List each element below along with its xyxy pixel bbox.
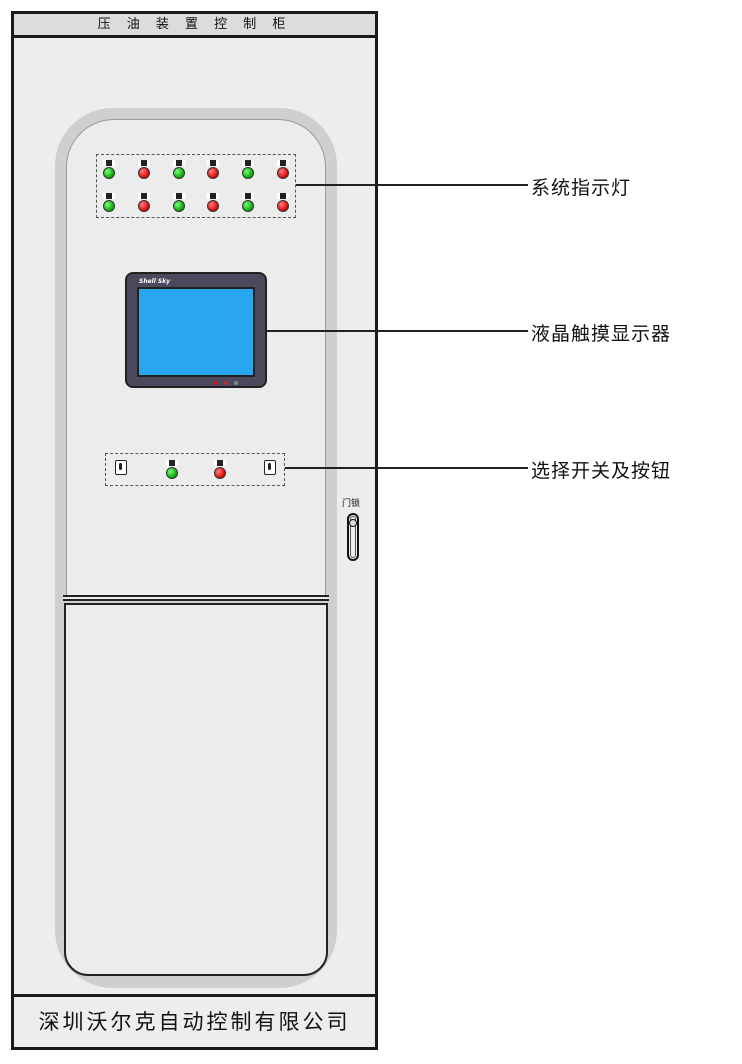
- hmi-status-led-icon: [224, 381, 228, 385]
- display-leader-line: [267, 330, 528, 332]
- lamp-label-plate: [277, 160, 289, 166]
- switch-button-panel: [105, 453, 285, 486]
- indicator-lamp-green: [173, 167, 185, 179]
- indicator-lamp-panel: [96, 154, 296, 218]
- callout-switches: 选择开关及按钮: [531, 460, 672, 482]
- selector-switch[interactable]: [264, 460, 276, 475]
- door-window: [64, 603, 328, 976]
- door-lock-handle-groove: [350, 516, 356, 558]
- selector-switch[interactable]: [115, 460, 127, 475]
- lamp-label-plate: [103, 193, 115, 199]
- callout-indicators: 系统指示灯: [531, 177, 632, 199]
- keyhole-icon: [349, 519, 357, 527]
- button-label-plate: [166, 460, 178, 466]
- green-push-button[interactable]: [166, 467, 178, 479]
- indicator-lamp-red: [138, 200, 150, 212]
- button-label-plate: [214, 460, 226, 466]
- lamp-label-plate: [138, 193, 150, 199]
- cabinet-title: 压 油 装 置 控 制 柜: [14, 14, 375, 38]
- indicator-lamp-red: [207, 167, 219, 179]
- lamp-label-plate: [173, 193, 185, 199]
- indicator-lamp-green: [242, 167, 254, 179]
- hmi-brand-logo: Shell Sky: [139, 278, 171, 285]
- lamp-label-plate: [207, 193, 219, 199]
- lamp-label-plate: [207, 160, 219, 166]
- door-lock-label: 门锁: [342, 499, 361, 509]
- lamp-label-plate: [138, 160, 150, 166]
- lamp-label-plate: [277, 193, 289, 199]
- indicator-lamp-green: [242, 200, 254, 212]
- company-name-footer: 深圳沃尔克自动控制有限公司: [14, 994, 375, 1047]
- lamp-label-plate: [103, 160, 115, 166]
- indicator-lamp-red: [138, 167, 150, 179]
- hmi-status-led-icon: [214, 381, 218, 385]
- callout-display: 液晶触摸显示器: [531, 323, 672, 345]
- hmi-status-led-icon: [234, 381, 238, 385]
- indicator-leader-line: [296, 184, 528, 186]
- lamp-label-plate: [173, 160, 185, 166]
- indicator-lamp-green: [103, 200, 115, 212]
- lamp-label-plate: [242, 160, 254, 166]
- switches-leader-line: [285, 467, 528, 469]
- indicator-lamp-green: [173, 200, 185, 212]
- touch-display-screen[interactable]: [137, 287, 255, 377]
- indicator-lamp-red: [277, 167, 289, 179]
- indicator-lamp-red: [277, 200, 289, 212]
- red-push-button[interactable]: [214, 467, 226, 479]
- indicator-lamp-red: [207, 200, 219, 212]
- lamp-label-plate: [242, 193, 254, 199]
- indicator-lamp-green: [103, 167, 115, 179]
- door-divider: [63, 595, 329, 601]
